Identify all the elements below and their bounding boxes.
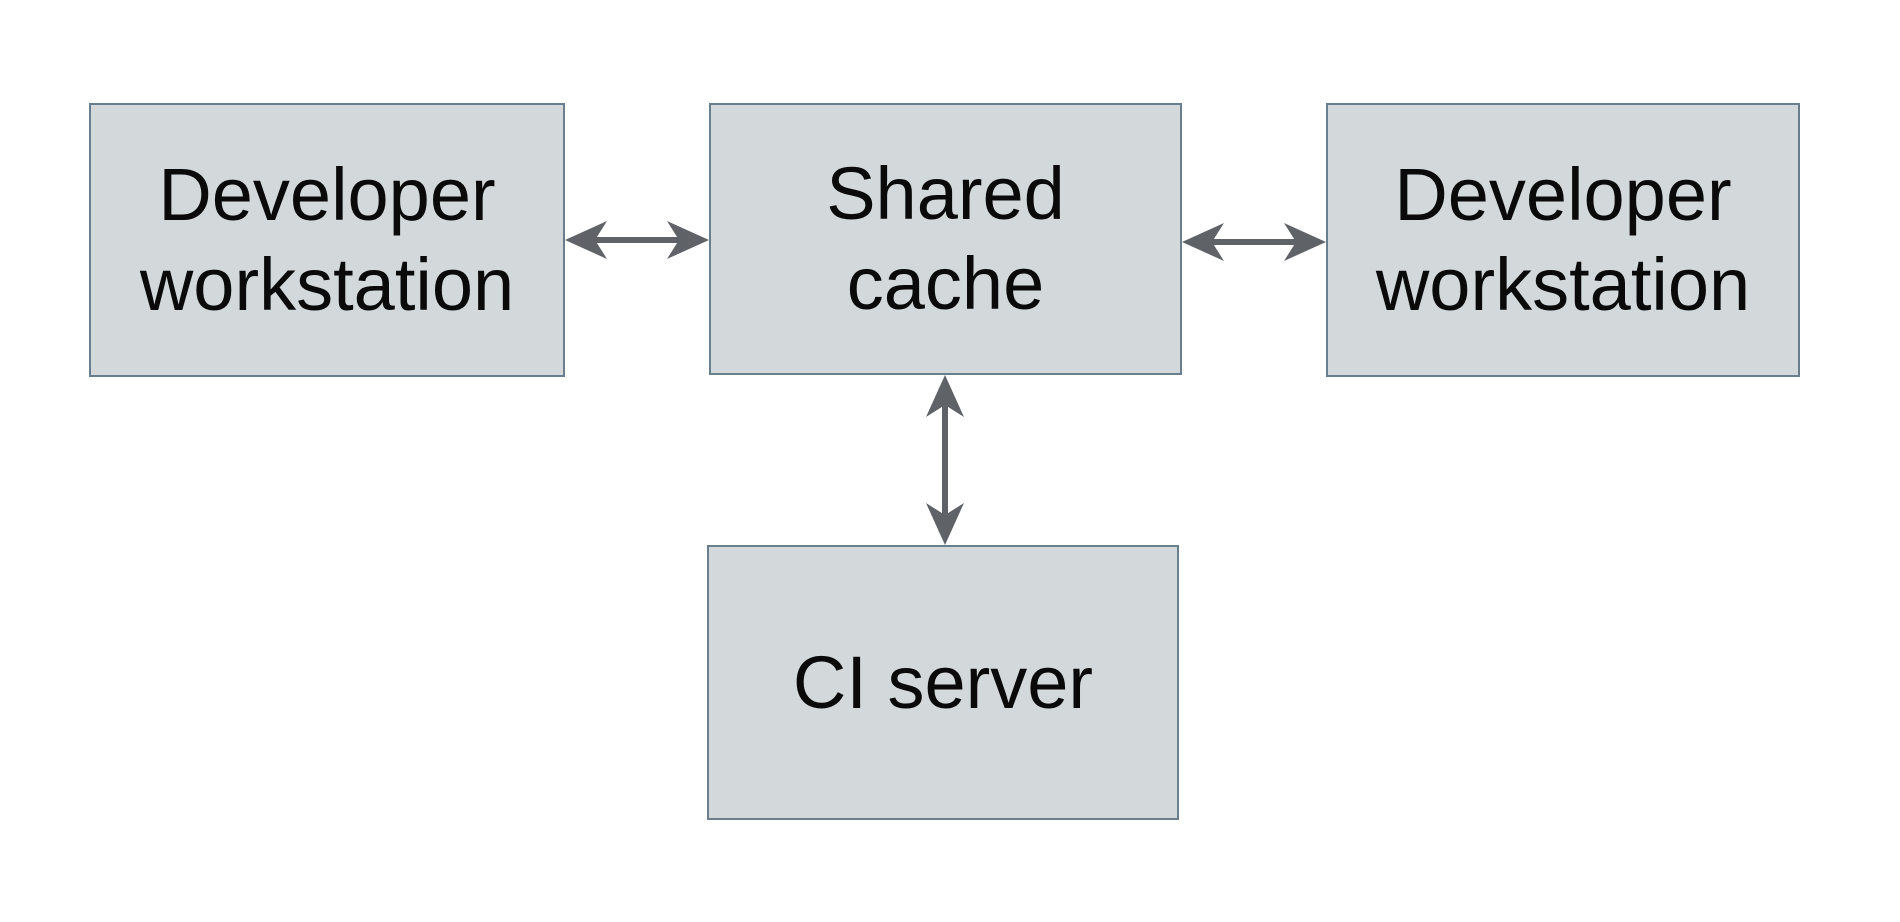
node-developer-workstation-right: Developer workstation xyxy=(1326,103,1800,377)
node-ci-server-label: CI server xyxy=(792,640,1094,724)
node-developer-workstation-left-label: Developer workstation xyxy=(139,153,515,326)
arrow-workstation-left-to-cache-icon xyxy=(565,218,709,262)
node-ci-server: CI server xyxy=(707,545,1179,820)
arrow-cache-to-ci-server-icon xyxy=(923,375,967,545)
arrow-cache-to-workstation-right-icon xyxy=(1182,220,1326,264)
node-shared-cache: Shared cache xyxy=(709,103,1182,375)
node-shared-cache-label: Shared cache xyxy=(826,152,1065,325)
node-developer-workstation-right-label: Developer workstation xyxy=(1375,153,1751,326)
node-developer-workstation-left: Developer workstation xyxy=(89,103,565,377)
